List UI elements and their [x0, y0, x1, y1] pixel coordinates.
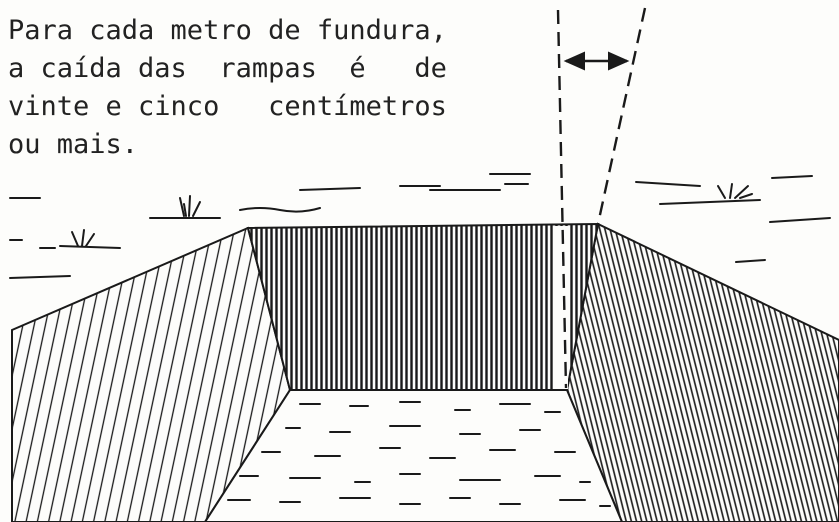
vertical-reference-line: [556, 9, 568, 389]
caption-line-4: ou mais.: [8, 129, 139, 160]
floor-texture: [227, 401, 611, 507]
grass-tuft-icon: [717, 183, 753, 199]
caption-line-1: Para cada metro de fundura,: [8, 15, 447, 46]
caption-line-3: vinte e cinco centímetros: [8, 91, 447, 122]
pit-floor: [203, 389, 624, 522]
slope-guide-lines: [556, 7, 647, 389]
caption-line-2: a caída das rampas é de: [8, 53, 447, 84]
grass-tuft-icon: [179, 195, 201, 217]
ground-texture: [9, 173, 831, 279]
back-wall: [246, 222, 600, 391]
caption-text: Para cada metro de fundura, a caída das …: [8, 12, 488, 164]
slope-reference-line: [596, 7, 647, 225]
right-slope: [565, 222, 839, 522]
grass-tuft-icon: [71, 229, 95, 247]
